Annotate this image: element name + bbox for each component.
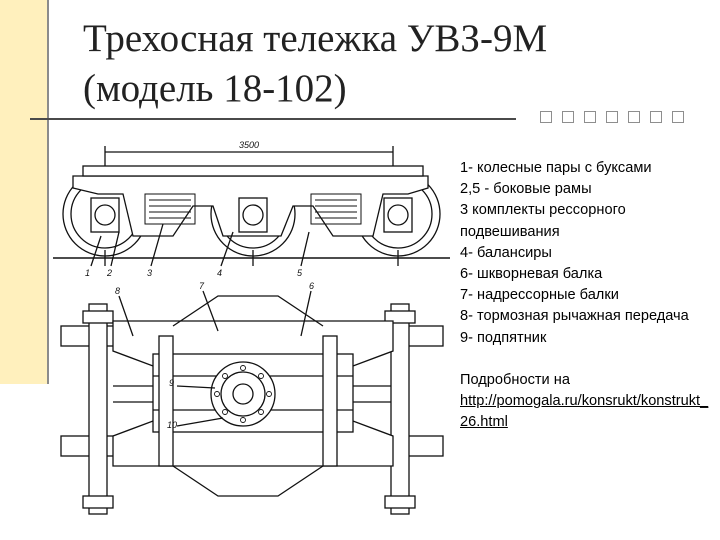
legend-text: 6- шкворневая балка	[460, 266, 603, 283]
title-line-1: Трехосная тележка УВЗ-9М	[83, 17, 548, 60]
title-divider	[30, 118, 516, 120]
deco-square	[606, 111, 618, 123]
axle-box	[238, 197, 268, 233]
legend-item: 7- надрессорные балки	[460, 285, 715, 306]
part-number-4: 4	[217, 268, 222, 278]
title-line-2: (модель 18-102)	[83, 67, 347, 110]
decorative-squares	[540, 111, 690, 125]
part-number-10: 10	[167, 420, 177, 430]
deco-square	[540, 111, 552, 123]
legend-item: 2,5 - боковые рамы	[460, 179, 715, 200]
legend-item: 4- балансиры	[460, 243, 715, 264]
wheelset-plan-3	[390, 303, 410, 515]
legend-item: 3 комплекты рессорного подвешивания	[460, 200, 715, 242]
part-number-3: 3	[147, 268, 152, 278]
dimension-label: 3500	[239, 140, 259, 150]
slide-title: Трехосная тележка УВЗ-9М (модель 18-102)	[83, 14, 547, 114]
part-number-8: 8	[115, 286, 120, 296]
legend-text: 8- тормозная рычажная передача	[460, 308, 689, 325]
legend-text: 7- надрессорные балки	[460, 287, 619, 304]
bogie-drawing-svg: 3500 1 2 3 4 5 8 7 6 9 10	[53, 140, 450, 515]
legend-item: 8- тормозная рычажная передача	[460, 306, 715, 327]
axle-box	[383, 197, 413, 233]
deco-square	[628, 111, 640, 123]
details-label: Подробности на	[460, 371, 570, 388]
axle-box	[90, 197, 120, 233]
left-accent-band	[0, 0, 47, 384]
legend-item: 6- шкворневая балка	[460, 264, 715, 285]
legend-text: 1- колесные пары с буксами	[460, 160, 652, 176]
parts-legend: 1- колесные пары с буксами 2,5 - боковые…	[460, 158, 715, 433]
details-block: Подробности на http://pomogala.ru/konsru…	[460, 370, 715, 434]
legend-item: 9- подпятник	[460, 328, 715, 349]
legend-text: 2,5 - боковые рамы	[460, 181, 592, 198]
wheelset-plan-1	[88, 303, 108, 515]
legend-text: 9- подпятник	[460, 329, 547, 346]
details-link[interactable]: http://pomogala.ru/konsrukt/konstrukt_26…	[460, 393, 709, 431]
deco-square	[562, 111, 574, 123]
legend-text: 4- балансиры	[460, 244, 552, 261]
deco-square	[650, 111, 662, 123]
part-number-5: 5	[297, 268, 303, 278]
bogie-technical-drawing: 3500 1 2 3 4 5 8 7 6 9 10	[53, 136, 450, 522]
legend-text: 3 комплекты рессорного подвешивания	[460, 202, 626, 240]
part-number-1: 1	[85, 268, 90, 278]
part-number-6: 6	[309, 281, 314, 291]
left-band-divider	[47, 0, 49, 384]
part-number-7: 7	[199, 281, 205, 291]
part-number-2: 2	[106, 268, 112, 278]
part-number-9: 9	[169, 378, 174, 388]
legend-item: 1- колесные пары с буксами	[460, 158, 715, 179]
deco-square	[672, 111, 684, 123]
deco-square	[584, 111, 596, 123]
legend-list: 1- колесные пары с буксами 2,5 - боковые…	[460, 158, 715, 349]
